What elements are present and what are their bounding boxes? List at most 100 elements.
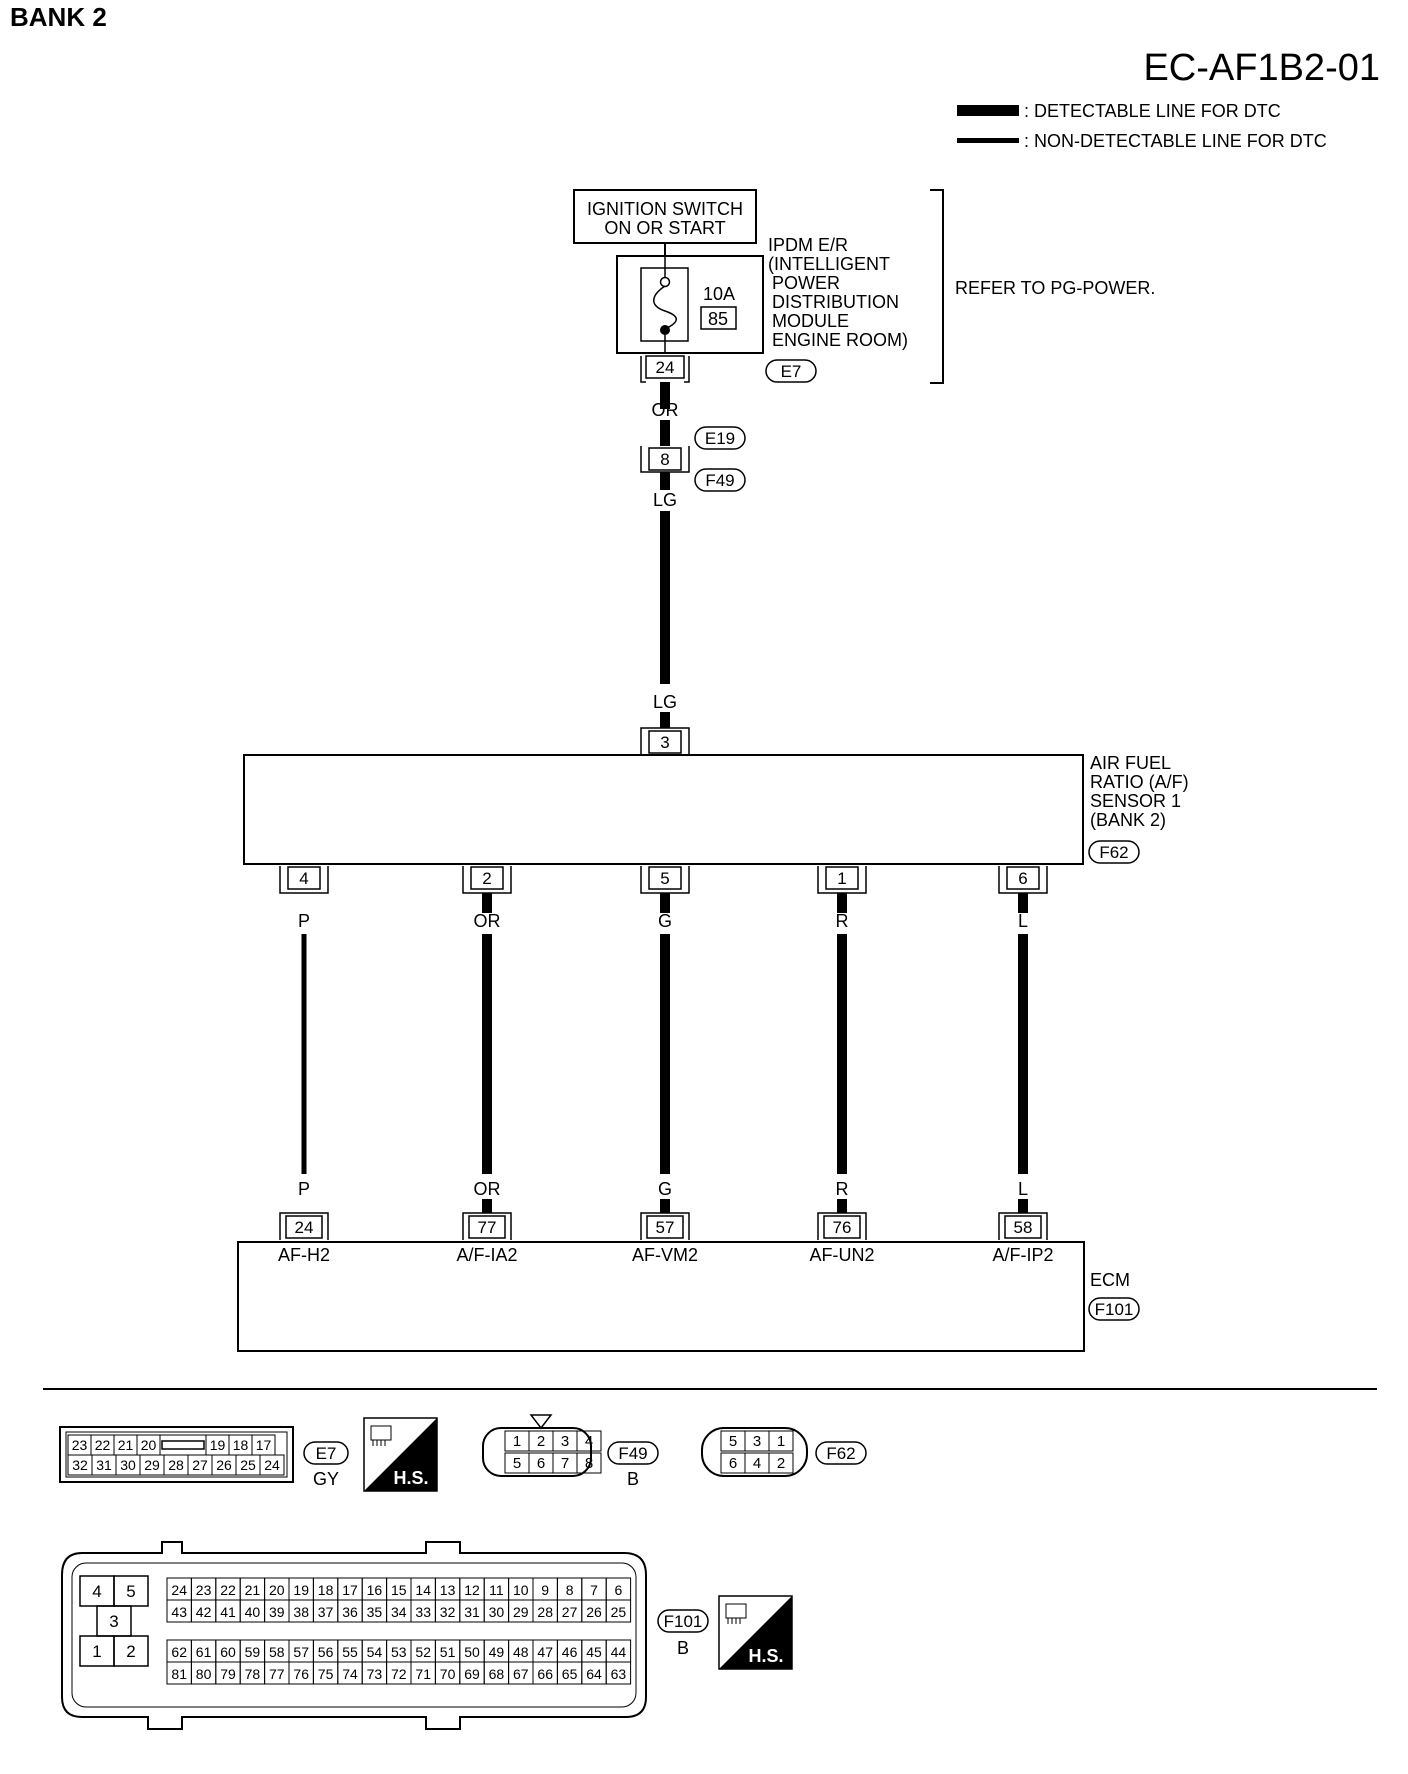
hs-label: H.S. xyxy=(393,1468,428,1488)
f101-pin: 28 xyxy=(537,1604,553,1620)
f101-pin: 25 xyxy=(611,1604,627,1620)
f101-pin: 40 xyxy=(245,1604,261,1620)
f101-pin: 62 xyxy=(171,1644,187,1660)
f101-pin: 68 xyxy=(489,1666,505,1682)
f101-pin: 46 xyxy=(562,1644,578,1660)
hs-label: H.S. xyxy=(748,1646,783,1666)
f101-pin: 65 xyxy=(562,1666,578,1682)
f101-pin: 73 xyxy=(367,1666,383,1682)
f101-pin: 56 xyxy=(318,1644,334,1660)
f101-pin: 80 xyxy=(196,1666,212,1682)
wire-1-color-bottom: P xyxy=(298,1179,310,1199)
wire-4: 1 R R 76 AF-UN2 xyxy=(809,866,875,1265)
f101-pin: 8 xyxy=(566,1582,574,1598)
f49-pin: 1 xyxy=(513,1433,521,1450)
f101-pin: 71 xyxy=(415,1666,431,1682)
refer-text: REFER TO PG-POWER. xyxy=(955,278,1155,298)
f101-pin: 21 xyxy=(245,1582,261,1598)
wire-3-color-bottom: G xyxy=(658,1179,672,1199)
f101-pin: 35 xyxy=(367,1604,383,1620)
wire-5: 6 L L 58 A/F-IP2 xyxy=(992,866,1054,1265)
f101-left-pin: 3 xyxy=(109,1612,118,1631)
f62-cell xyxy=(768,1452,794,1474)
f101-pin: 63 xyxy=(611,1666,627,1682)
f101-pin: 12 xyxy=(464,1582,480,1598)
wire-3: 5 G G 57 AF-VM2 xyxy=(632,866,698,1265)
wire-or-segment xyxy=(660,382,670,409)
f49-color: B xyxy=(627,1469,639,1489)
wire-5-color-top: L xyxy=(1018,911,1028,931)
wire-2-sensor-pin: 2 xyxy=(482,869,491,888)
f101-pin: 11 xyxy=(489,1582,504,1598)
f101-pin: 70 xyxy=(440,1666,456,1682)
f62-cell xyxy=(768,1430,794,1452)
joint-connector: OR 8 E19 F49 LG LG xyxy=(640,382,746,728)
legend: : DETECTABLE LINE FOR DTC : NON-DETECTAB… xyxy=(957,101,1327,151)
f101-pin: 75 xyxy=(318,1666,334,1682)
f101-pin: 53 xyxy=(391,1644,407,1660)
wire-2-color-bottom: OR xyxy=(474,1179,501,1199)
f101-pin: 36 xyxy=(342,1604,358,1620)
wire-3-ecm-pin: 57 xyxy=(656,1218,675,1237)
f101-pin: 69 xyxy=(464,1666,480,1682)
wire-1-sensor-pin: 4 xyxy=(299,869,308,888)
f49-pin: 5 xyxy=(513,1455,521,1472)
bank-label: BANK 2 xyxy=(10,2,107,32)
wire-4-line xyxy=(837,934,847,1174)
sensor-line3: SENSOR 1 xyxy=(1090,791,1181,811)
e7-key xyxy=(161,1440,205,1450)
wire-5-line xyxy=(1018,934,1028,1174)
joint-pin: 8 xyxy=(660,450,669,469)
e7-pin: 18 xyxy=(233,1437,249,1453)
legend-non-detectable-text: : NON-DETECTABLE LINE FOR DTC xyxy=(1024,131,1327,151)
legend-non-detectable-swatch xyxy=(957,138,1019,143)
f101-pin: 38 xyxy=(293,1604,309,1620)
f101-left-pin: 5 xyxy=(126,1582,135,1601)
af-sensor: AIR FUEL RATIO (A/F) SENSOR 1 (BANK 2) F… xyxy=(243,753,1189,865)
hs-icon: H.S. xyxy=(363,1417,438,1492)
ipdm-line2: (INTELLIGENT xyxy=(768,254,890,274)
f101-pin: 19 xyxy=(293,1582,309,1598)
f101-pin: 48 xyxy=(513,1644,529,1660)
f101-pin: 77 xyxy=(269,1666,285,1682)
ipdm-connector: E7 xyxy=(781,362,802,381)
e7-pin: 30 xyxy=(120,1457,136,1473)
wire-5-color-bottom: L xyxy=(1018,1179,1028,1199)
wire-2-line xyxy=(482,934,492,1174)
f101-pin: 43 xyxy=(171,1604,187,1620)
joint-color-top: OR xyxy=(652,400,679,420)
f101-pin: 54 xyxy=(367,1644,383,1660)
e7-pin: 20 xyxy=(141,1437,157,1453)
f101-pin: 34 xyxy=(391,1604,407,1620)
f101-pin: 42 xyxy=(196,1604,212,1620)
sensor-connector: F62 xyxy=(1099,843,1128,862)
wire-4-sensor-pin: 1 xyxy=(837,869,846,888)
e7-pin: 32 xyxy=(72,1457,88,1473)
f101-pin: 15 xyxy=(391,1582,407,1598)
e7-cell xyxy=(259,1454,285,1476)
f62-id: F62 xyxy=(826,1444,855,1463)
wire-2-color-top: OR xyxy=(474,911,501,931)
f101-cell xyxy=(605,1599,632,1623)
wire-4-color-bottom: R xyxy=(836,1179,849,1199)
f101-pin: 52 xyxy=(415,1644,431,1660)
refer-bracket xyxy=(930,189,944,384)
f101-pin: 22 xyxy=(220,1582,236,1598)
f101-pin: 49 xyxy=(489,1644,505,1660)
f101-pin: 45 xyxy=(586,1644,602,1660)
ignition-switch-box: IGNITION SWITCH ON OR START xyxy=(573,189,757,244)
f49-pin: 7 xyxy=(561,1455,569,1472)
wire-2: 2 OR OR 77 A/F-IA2 xyxy=(456,866,518,1265)
signal-wires: 4 P P 24 AF-H2 2 OR OR 77 A/F-IA2 5 xyxy=(278,866,1054,1265)
e7-pin: 17 xyxy=(256,1437,272,1453)
wire-4-ecm-pin: 76 xyxy=(833,1218,852,1237)
f101-pin: 50 xyxy=(464,1644,480,1660)
sensor-input-pin-number: 3 xyxy=(660,733,669,752)
f101-pin: 18 xyxy=(318,1582,334,1598)
